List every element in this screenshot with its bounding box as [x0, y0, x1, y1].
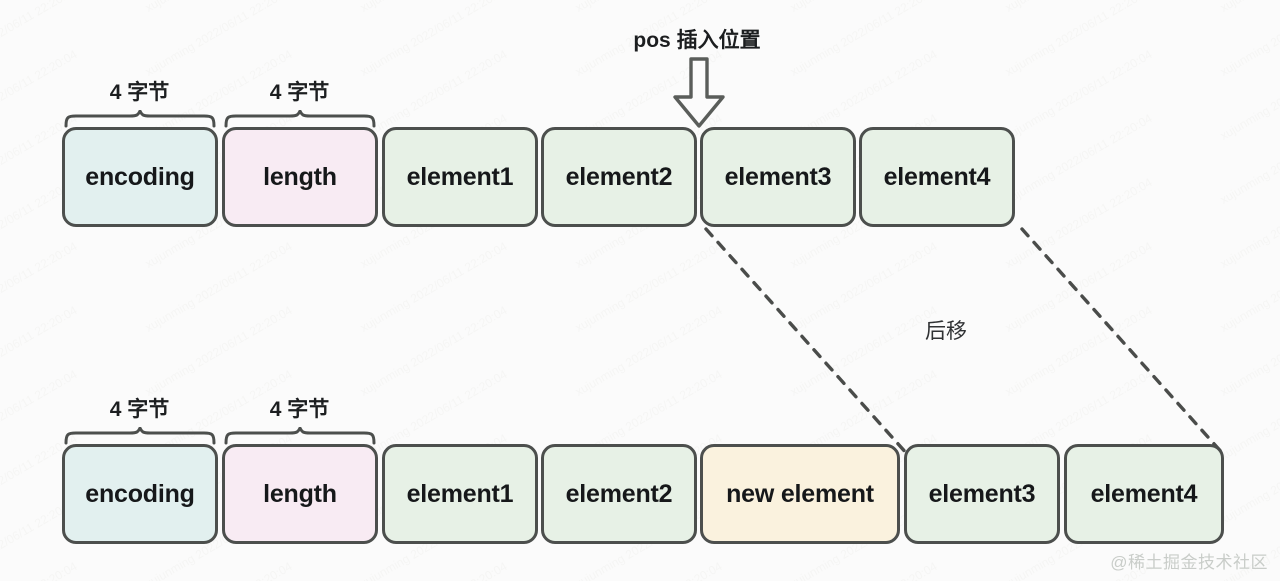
row2-cell-new-element[interactable]: new element	[700, 444, 900, 544]
row1-cell-element3[interactable]: element3	[700, 127, 856, 227]
pos-insert-label: pos 插入位置	[633, 29, 761, 52]
row1-cell-element2[interactable]: element2	[541, 127, 697, 227]
row1-byte-label-encoding: 4 字节	[109, 81, 170, 104]
row1-cell-encoding[interactable]: encoding	[62, 127, 218, 227]
row2-cell-length[interactable]: length	[222, 444, 378, 544]
row2-cell-encoding[interactable]: encoding	[62, 444, 218, 544]
row1-brace-encoding	[64, 110, 216, 128]
row1-cell-length[interactable]: length	[222, 127, 378, 227]
row2-byte-label-length: 4 字节	[269, 398, 330, 421]
row2-cell-element1[interactable]: element1	[382, 444, 538, 544]
row1-cell-element4[interactable]: element4	[859, 127, 1015, 227]
row1-cell-element1[interactable]: element1	[382, 127, 538, 227]
row2-cell-element2[interactable]: element2	[541, 444, 697, 544]
pos-down-arrow-icon	[672, 57, 726, 129]
shift-line-element3	[704, 227, 910, 457]
row2-brace-encoding	[64, 427, 216, 445]
row2-byte-label-encoding: 4 字节	[109, 398, 170, 421]
shift-line-element4	[1020, 227, 1226, 457]
source-watermark: @稀土掘金技术社区	[1110, 553, 1268, 572]
row2-cell-element3[interactable]: element3	[904, 444, 1060, 544]
shift-label: 后移	[925, 320, 967, 343]
row2-brace-length	[224, 427, 376, 445]
row1-byte-label-length: 4 字节	[269, 81, 330, 104]
row2-cell-element4[interactable]: element4	[1064, 444, 1224, 544]
row1-brace-length	[224, 110, 376, 128]
